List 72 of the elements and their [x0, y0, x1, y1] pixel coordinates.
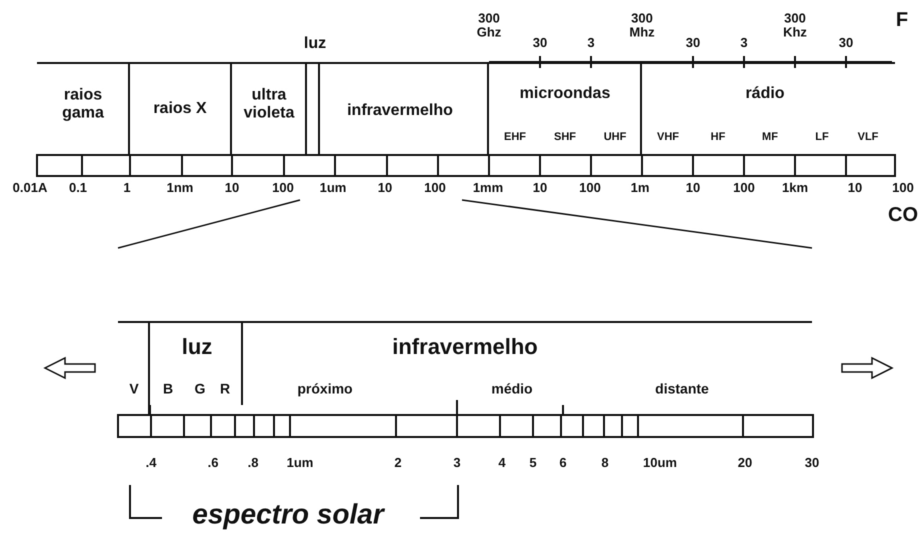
band-label: luz [182, 334, 212, 360]
scale-label: 10 [532, 180, 548, 196]
scale-label: 10 [848, 180, 862, 196]
scale-label: 4 [498, 456, 506, 470]
scale-label: 100 [424, 180, 446, 196]
scale-label: 300 Khz [782, 12, 808, 40]
sub-band-label: MF [762, 130, 778, 144]
sub-band-label: LF [815, 130, 829, 144]
scale-label: 3 [587, 36, 595, 50]
scale-label: 3 [740, 36, 748, 50]
sub-band-label: G [194, 381, 206, 397]
scale-label: 6 [559, 456, 567, 470]
scale-label: 10 [686, 180, 700, 196]
band-label: ultra violeta [242, 86, 296, 122]
band-label: raios gama [61, 86, 105, 122]
band-label: luz [304, 35, 326, 53]
scale-label: 300 Mhz [628, 12, 656, 40]
scale-label: 30 [838, 36, 854, 50]
spectrum-band [150, 321, 243, 405]
scale-label: .8 [248, 456, 258, 470]
sub-band-label: SHF [554, 130, 576, 144]
scale-label: 2 [394, 456, 402, 470]
spectrum-band [37, 62, 130, 155]
scale-label: 1mm [472, 180, 504, 196]
scale-label: 100 [892, 180, 914, 196]
sub-band-label: HF [710, 130, 726, 144]
band-label: microondas [520, 85, 610, 103]
sub-band-label: distante [655, 381, 709, 397]
scale-label: .6 [208, 456, 218, 470]
scale-label: 10 [224, 180, 240, 196]
sub-band-label: próximo [297, 381, 353, 397]
band-label: infravermelho [347, 102, 453, 120]
scale-label: 10um [643, 456, 677, 470]
band-label: raios X [153, 100, 207, 118]
scale-label: 1km [782, 180, 808, 196]
sub-band-label: R [220, 381, 230, 397]
spectrum-band [118, 321, 150, 415]
sub-band-label: médio [491, 381, 533, 397]
sub-band-label: VHF [657, 130, 679, 144]
range-label: espectro solar [192, 500, 384, 530]
scale-label: .4 [146, 456, 156, 470]
band-label: rádio [745, 85, 785, 103]
scale-label: 30 [804, 456, 820, 470]
scale-label: 1 [123, 180, 131, 196]
spectrum-band [130, 62, 232, 155]
scale-label: 3 [453, 456, 461, 470]
sub-band-label: EHF [504, 130, 526, 144]
spectrum-band [489, 62, 642, 155]
scale-label: 1nm [166, 180, 194, 196]
axis-label: F [896, 9, 908, 31]
scale-label: 10 [378, 180, 392, 196]
sub-band-label: V [129, 381, 139, 397]
scale-label: 100 [579, 180, 601, 196]
sub-band-label: VLF [858, 130, 878, 144]
scale-label: 300 Ghz [476, 12, 502, 40]
scale-label: 30 [532, 36, 548, 50]
scale-label: 0.1 [68, 180, 88, 196]
sub-band-label: B [162, 381, 174, 397]
band-label: infravermelho [392, 334, 538, 360]
scale-label: 1um [286, 456, 314, 470]
scale-label: 100 [733, 180, 755, 196]
scale-label: 0.01A [12, 180, 48, 196]
scale-label: 100 [272, 180, 294, 196]
scale-label: 8 [601, 456, 609, 470]
spectrum-band [320, 62, 489, 155]
scale-label: 1m [630, 180, 650, 196]
scale-label: 5 [529, 456, 537, 470]
scale-label: 1um [320, 180, 346, 196]
scale-label: 20 [738, 456, 752, 470]
axis-label: CO [888, 204, 918, 226]
scale-label: 30 [686, 36, 700, 50]
sub-band-label: UHF [604, 130, 626, 144]
